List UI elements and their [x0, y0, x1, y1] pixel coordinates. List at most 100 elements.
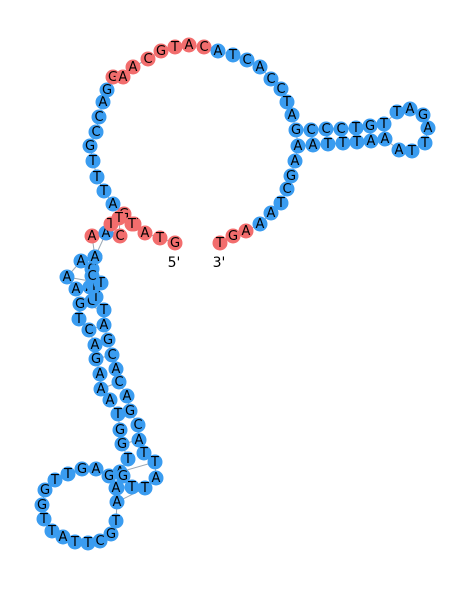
nucleotide: T — [167, 39, 183, 55]
nucleotide-circle — [402, 101, 418, 117]
nucleotide-letter: G — [418, 108, 428, 123]
nucleotide-circle — [137, 225, 153, 241]
nucleotide-circle — [115, 69, 131, 85]
nucleotide-letter: G — [156, 44, 166, 59]
nucleotide-letter: T — [89, 279, 98, 294]
nucleotide-circle — [333, 121, 349, 137]
nucleotide-letter: T — [276, 196, 285, 211]
nucleotide-letter: C — [143, 52, 152, 67]
nucleotide-letter: G — [75, 297, 85, 312]
nucleotide: A — [252, 216, 268, 232]
nucleotide-letter: A — [294, 139, 303, 154]
nucleotide: A — [108, 361, 124, 377]
nucleotide-circle — [263, 71, 279, 87]
nucleotide-circle — [103, 526, 119, 542]
nucleotide-letter: C — [94, 110, 103, 125]
nucleotide-letter: A — [72, 282, 81, 297]
nucleotide: C — [239, 52, 255, 68]
nucleotide-letter: A — [135, 433, 144, 448]
nucleotide-circle — [252, 59, 268, 75]
nucleotide-circle — [391, 142, 407, 158]
nucleotide-letter: T — [88, 154, 97, 169]
nucleotide-letter: A — [97, 382, 106, 397]
nucleotide-letter: T — [91, 290, 100, 305]
nucleotide: A — [420, 120, 436, 136]
nucleotide: T — [85, 153, 101, 169]
nucleotide-letter: G — [85, 139, 95, 154]
nucleotide-letter: T — [50, 473, 59, 488]
nucleotide-circle — [96, 317, 112, 333]
nucleotide-letter: A — [309, 138, 318, 153]
nucleotide: T — [279, 94, 295, 110]
nucleotide-letter: G — [104, 469, 114, 484]
nucleotide-letter: T — [140, 481, 149, 496]
nucleotide-letter: T — [215, 236, 224, 251]
nucleotide-letter: A — [267, 206, 276, 221]
nucleotide: G — [167, 235, 183, 251]
nucleotide-circle — [404, 143, 420, 159]
nucleotide-circle — [136, 445, 152, 461]
nucleotide-circle — [130, 417, 146, 433]
nucleotide: A — [92, 366, 108, 382]
nucleotide-circle — [88, 124, 104, 140]
nucleotide: A — [102, 392, 118, 408]
nucleotide: A — [59, 269, 75, 285]
nucleotide-letter: C — [199, 40, 208, 55]
nucleotide: G — [122, 403, 138, 419]
nucleotide-letter: T — [127, 480, 136, 495]
nucleotide-circle — [120, 451, 136, 467]
nucleotide: G — [288, 122, 304, 138]
nucleotide: C — [92, 533, 108, 549]
nucleotide: T — [417, 135, 433, 151]
nucleotide-letter: G — [106, 527, 116, 542]
nucleotide-letter: A — [291, 154, 300, 169]
nucleotide-circle — [273, 195, 289, 211]
nucleotide: C — [112, 228, 128, 244]
nucleotide-circle — [109, 494, 125, 510]
nucleotide: A — [93, 381, 109, 397]
nucleotide: T — [120, 451, 136, 467]
nucleotide-circle — [112, 422, 128, 438]
nucleotide-letter: C — [266, 72, 275, 87]
nucleotide-letter: T — [352, 135, 361, 150]
nucleotide-letter: A — [112, 362, 121, 377]
nucleotide-circle — [287, 153, 303, 169]
nucleotide-letter: T — [106, 217, 115, 232]
nucleotide: A — [88, 461, 104, 477]
nucleotide-circle — [89, 169, 105, 185]
nucleotide-circle — [47, 472, 63, 488]
nucleotide-letter: A — [113, 495, 122, 510]
nucleotide-circle — [115, 468, 131, 484]
nucleotide-letter: C — [276, 82, 285, 97]
nucleotide-circle — [167, 235, 183, 251]
nucleotide-circle — [37, 482, 53, 498]
nucleotide: T — [111, 210, 127, 226]
nucleotide-circle — [88, 351, 104, 367]
nucleotide-letter: G — [77, 462, 87, 477]
nucleotide-letter: G — [286, 169, 296, 184]
nucleotide-circle — [84, 228, 100, 244]
nucleotide: T — [225, 47, 241, 63]
nucleotide: C — [84, 268, 100, 284]
nucleotide-circle — [111, 210, 127, 226]
nucleotide-circle — [196, 39, 212, 55]
nucleotide: G — [100, 332, 116, 348]
nucleotide-letter: T — [150, 455, 159, 470]
nucleotide-circle — [105, 196, 121, 212]
nucleotide: A — [305, 137, 321, 153]
nucleotide-letter: G — [125, 404, 135, 419]
nucleotide-circle — [239, 52, 255, 68]
nucleotide-letter: T — [351, 121, 360, 136]
nucleotide-circle — [92, 366, 108, 382]
nucleotide-circle — [376, 116, 392, 132]
nucleotide-letter: T — [228, 48, 237, 63]
nucleotide: C — [111, 374, 127, 390]
nucleotide: T — [348, 120, 364, 136]
nucleotide-letter: A — [91, 338, 100, 353]
nucleotide-letter: A — [96, 367, 105, 382]
nucleotide: G — [72, 296, 88, 312]
nucleotide: A — [68, 281, 84, 297]
nucleotide: A — [363, 133, 379, 149]
nucleotide: T — [349, 134, 365, 150]
nucleotide: G — [82, 138, 98, 154]
